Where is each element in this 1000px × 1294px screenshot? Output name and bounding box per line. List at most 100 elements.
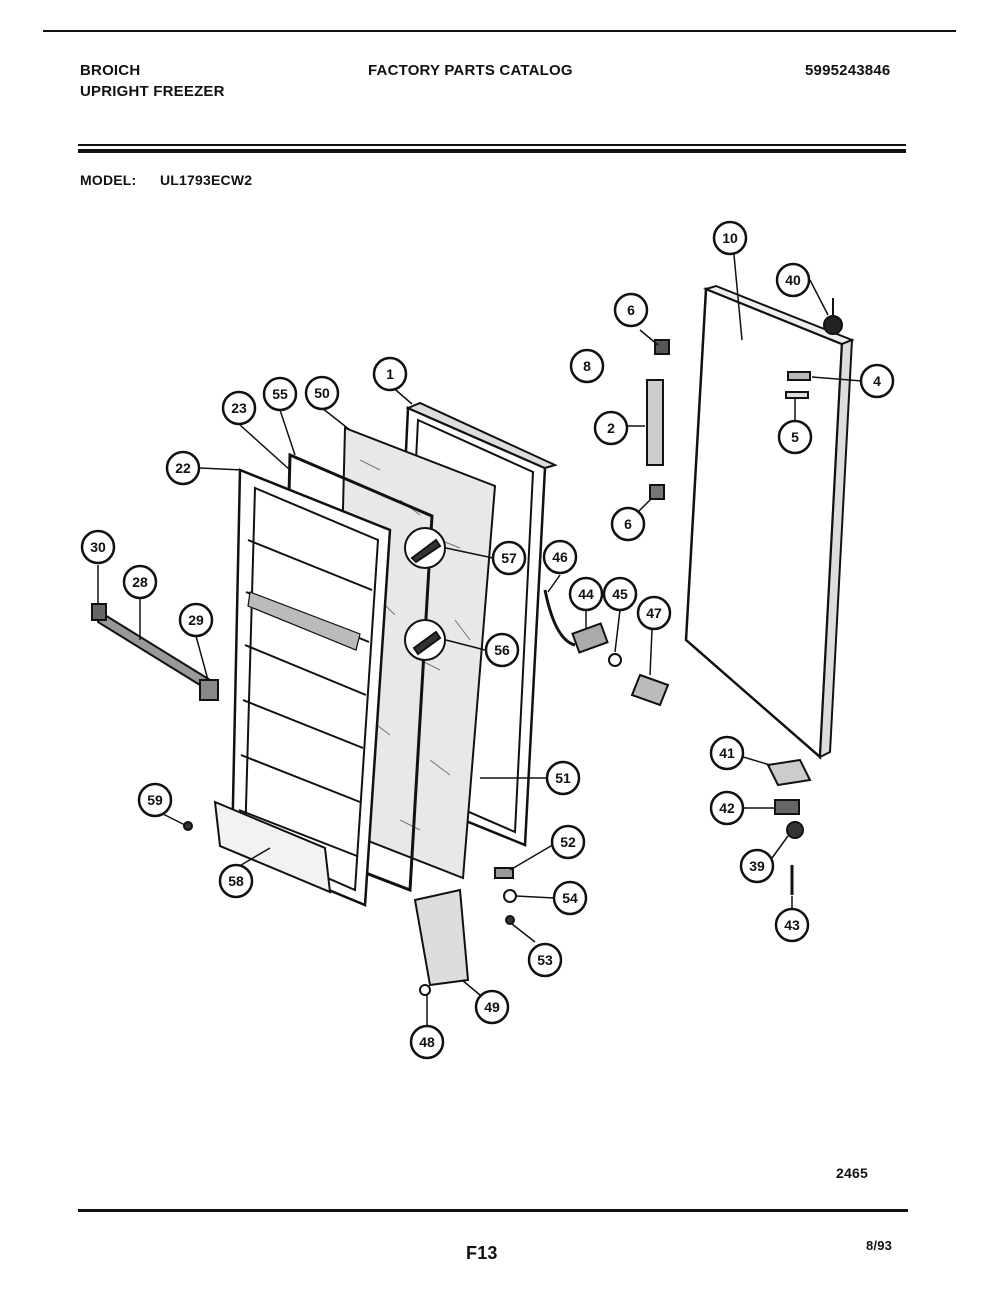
hinge-block-bottom	[649, 484, 665, 500]
callout-bubbles: 1 2 4 5 6 6 8 10 22 23 28 29 30 39 40 41…	[80, 220, 895, 1060]
callout-5: 5	[777, 419, 813, 455]
outer-door-side	[818, 338, 854, 759]
svg-text:29: 29	[188, 612, 204, 628]
callout-28: 28	[122, 564, 158, 600]
callout-54: 54	[552, 880, 588, 916]
washer-54	[503, 889, 517, 903]
top-rule	[43, 30, 956, 32]
bottom-hinge-bracket	[774, 799, 800, 815]
svg-text:44: 44	[578, 586, 594, 602]
svg-text:39: 39	[749, 858, 765, 874]
callout-46: 46	[542, 539, 578, 575]
hinge-block-top	[654, 339, 670, 355]
callout-55: 55	[262, 376, 298, 412]
screw-53	[505, 915, 515, 925]
callout-6-bottom: 6	[610, 506, 646, 542]
callout-1: 1	[372, 356, 408, 392]
callout-53: 53	[527, 942, 563, 978]
callout-56: 56	[484, 632, 520, 668]
svg-text:48: 48	[419, 1034, 435, 1050]
callout-42: 42	[709, 790, 745, 826]
handle-plunger	[571, 622, 609, 654]
callout-47: 47	[636, 595, 672, 631]
bottom-trim	[213, 800, 332, 894]
svg-text:5: 5	[791, 429, 799, 445]
svg-text:45: 45	[612, 586, 628, 602]
label-plate-5	[785, 391, 809, 399]
callout-50: 50	[304, 375, 340, 411]
footer-rule	[78, 1209, 908, 1212]
svg-text:46: 46	[552, 549, 568, 565]
callout-8: 8	[569, 348, 605, 384]
svg-text:30: 30	[90, 539, 106, 555]
svg-text:10: 10	[722, 230, 738, 246]
svg-text:50: 50	[314, 385, 330, 401]
callout-39: 39	[739, 848, 775, 884]
svg-text:8: 8	[583, 358, 591, 374]
svg-text:52: 52	[560, 834, 576, 850]
page-number: F13	[466, 1243, 498, 1263]
callout-41: 41	[709, 735, 745, 771]
callout-49: 49	[474, 989, 510, 1025]
header-rule-thin	[78, 144, 906, 146]
svg-text:6: 6	[627, 302, 635, 318]
svg-text:49: 49	[484, 999, 500, 1015]
svg-text:57: 57	[501, 550, 517, 566]
svg-text:28: 28	[132, 574, 148, 590]
svg-text:47: 47	[646, 605, 662, 621]
callout-52: 52	[550, 824, 586, 860]
svg-text:54: 54	[562, 890, 578, 906]
brand-label: BROICH	[80, 62, 141, 79]
svg-text:53: 53	[537, 952, 553, 968]
svg-text:23: 23	[231, 400, 247, 416]
figure-id: 2465	[836, 1165, 868, 1181]
model-label: MODEL:	[80, 172, 137, 188]
callout-43: 43	[774, 907, 810, 943]
shelf-bar-end-left	[91, 603, 107, 621]
callout-4: 4	[859, 363, 895, 399]
callout-59: 59	[137, 782, 173, 818]
callout-48: 48	[409, 1024, 445, 1060]
handle-washer	[608, 653, 622, 667]
svg-text:22: 22	[175, 460, 191, 476]
svg-text:42: 42	[719, 800, 735, 816]
callout-57: 57	[491, 540, 527, 576]
svg-text:55: 55	[272, 386, 288, 402]
svg-text:6: 6	[624, 516, 632, 532]
svg-text:1: 1	[386, 366, 394, 382]
callout-23: 23	[221, 390, 257, 426]
callout-30: 30	[80, 529, 116, 565]
kick-plate-screw	[419, 984, 431, 996]
svg-text:56: 56	[494, 642, 510, 658]
svg-text:59: 59	[147, 792, 163, 808]
callout-6-top: 6	[613, 292, 649, 328]
inner-door-liner	[230, 468, 392, 907]
svg-text:58: 58	[228, 873, 244, 889]
callout-10: 10	[712, 220, 748, 256]
catalog-number: 5995243846	[805, 62, 891, 79]
callout-29: 29	[178, 602, 214, 638]
svg-text:51: 51	[555, 770, 571, 786]
svg-text:40: 40	[785, 272, 801, 288]
handle-spring	[543, 589, 576, 647]
revision-date: 8/93	[866, 1238, 893, 1253]
bottom-hinge-plate	[766, 758, 812, 787]
handle-knob	[630, 673, 670, 707]
outer-door-panel	[684, 287, 844, 760]
clip-52	[494, 867, 514, 879]
svg-text:4: 4	[873, 373, 881, 389]
svg-text:2: 2	[607, 420, 615, 436]
callout-51: 51	[545, 760, 581, 796]
door-stop-bar	[646, 379, 664, 466]
callout-2: 2	[593, 410, 629, 446]
kick-plate	[413, 888, 470, 987]
label-plate-4	[787, 371, 811, 381]
model-number: UL1793ECW2	[160, 172, 253, 188]
bottom-hinge-bushing	[786, 821, 804, 839]
callout-22: 22	[165, 450, 201, 486]
hinge-pin-cap	[823, 315, 843, 335]
shelf-bar-end-right	[199, 679, 219, 701]
callout-58: 58	[218, 863, 254, 899]
callout-44: 44	[568, 576, 604, 612]
